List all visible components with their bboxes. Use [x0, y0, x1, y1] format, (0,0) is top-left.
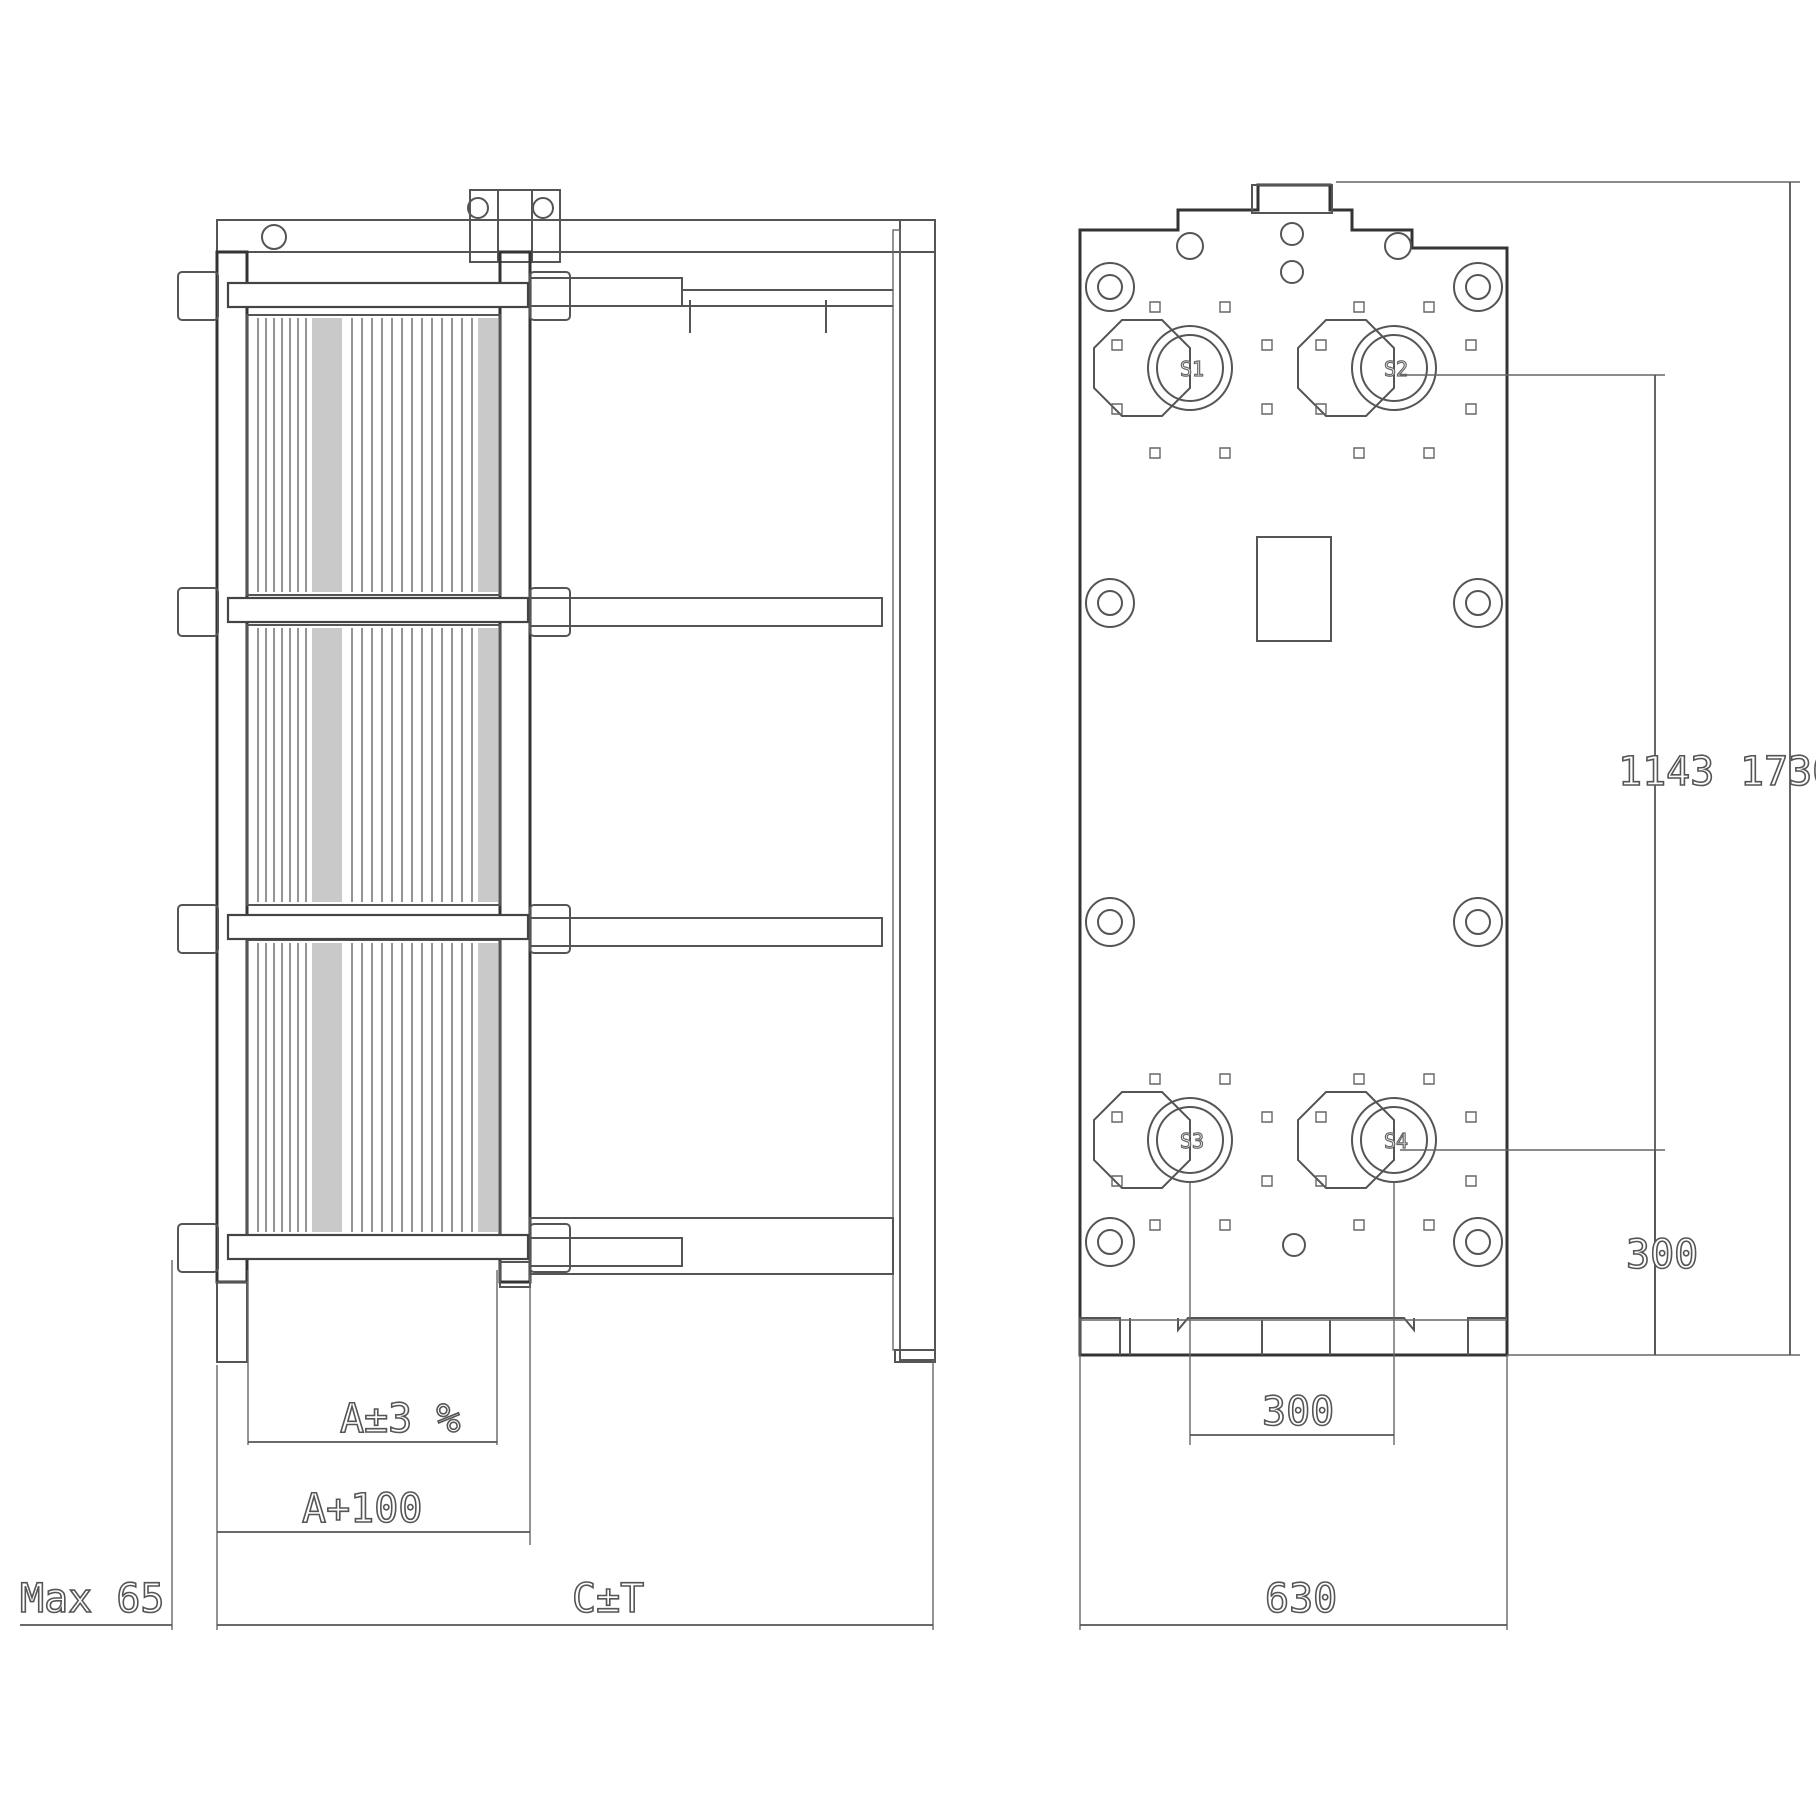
dim-overall-height: 1730 — [1740, 749, 1816, 795]
dim-max-offset: Max 65 — [20, 1576, 165, 1622]
port-label-s2: S2 — [1384, 357, 1408, 381]
drain-hole-icon — [1282, 1233, 1306, 1257]
base-feet — [1079, 1317, 1507, 1355]
top-carrying-bar — [216, 219, 936, 253]
dim-port-horizontal-spacing: 300 — [1262, 1389, 1334, 1435]
tie-bar — [226, 277, 883, 1267]
dim-port-vertical-spacing: 1143 — [1618, 749, 1714, 795]
lifting-hole-icon — [1280, 222, 1304, 246]
dim-frame-opening: A+100 — [302, 1486, 422, 1532]
flange-bolt-holes — [1111, 301, 1477, 1231]
top-lifting-bracket — [1251, 184, 1333, 214]
dim-port-height-from-base: 300 — [1626, 1232, 1698, 1278]
pressure-plate-foot — [499, 1261, 531, 1288]
support-column-foot — [894, 1349, 936, 1363]
bolt-icon — [1384, 232, 1412, 260]
lifting-hole-icon — [1280, 260, 1304, 284]
tightening-bolts — [1085, 262, 1503, 1267]
bottom-guide-bar — [529, 1217, 894, 1275]
dim-width: 630 — [1265, 1576, 1337, 1622]
port-s2 — [1297, 319, 1437, 417]
tie-bar-nuts — [177, 271, 571, 1273]
lifting-lug — [467, 189, 561, 263]
upper-guide-rail — [683, 289, 893, 307]
fixed-frame-foot — [216, 1281, 248, 1363]
bolt-icon — [1176, 232, 1204, 260]
frame-bolt-icon — [261, 224, 287, 250]
support-column — [899, 219, 936, 1361]
port-s4 — [1297, 1091, 1437, 1189]
port-label-s3: S3 — [1180, 1129, 1204, 1153]
front-dimension-lines — [1080, 182, 1791, 1626]
dim-overall-length: C±T — [572, 1576, 644, 1622]
front-view: S1 S2 S3 S4 300 630 1143 1730 300 — [1078, 181, 1816, 1630]
frame-plate-outline — [1078, 183, 1509, 1357]
name-plate — [1256, 536, 1332, 642]
pressure-plate — [498, 250, 532, 1284]
dim-plate-pack: A±3 % — [340, 1396, 460, 1442]
support-column-inner — [892, 229, 901, 1351]
port-s1 — [1093, 319, 1233, 417]
fixed-frame-plate — [215, 250, 249, 1284]
side-view: A±3 % A+100 Max 65 C±T — [19, 189, 936, 1630]
plate-pack — [246, 314, 501, 1236]
rail-hangers — [689, 300, 827, 333]
side-dimension-lines — [20, 1441, 933, 1626]
port-label-s1: S1 — [1180, 357, 1204, 381]
port-s3 — [1093, 1091, 1233, 1189]
